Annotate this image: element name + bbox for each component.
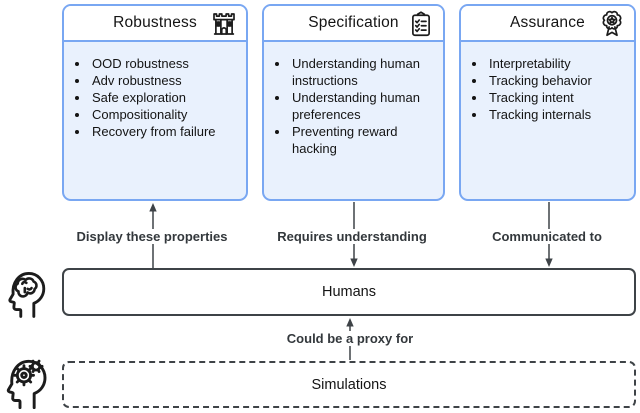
specification-card: Specification Understanding human instru… [262, 4, 445, 201]
robustness-list: OOD robustnessAdv robustnessSafe explora… [64, 42, 246, 140]
robustness-card: Robustness OOD robustnessAdv robustnessS… [62, 4, 248, 201]
humans-label: Humans [322, 284, 376, 300]
assurance-title: Assurance [509, 14, 586, 31]
communicated-to-label: Communicated to [489, 229, 605, 244]
list-item: Tracking internals [487, 106, 630, 123]
requires-understanding-label: Requires understanding [274, 229, 430, 244]
list-item: Preventing reward hacking [290, 123, 439, 157]
head-gears-icon [0, 351, 50, 410]
award-ribbon-icon [597, 9, 627, 39]
head-brain-icon [2, 263, 48, 320]
specification-list: Understanding human instructionsUndersta… [264, 42, 443, 157]
list-item: Interpretability [487, 55, 630, 72]
list-item: Safe exploration [90, 89, 242, 106]
assurance-card: Assurance InterpretabilityTracking behav… [459, 4, 636, 201]
simulations-box: Simulations [62, 361, 636, 408]
list-item: Compositionality [90, 106, 242, 123]
castle-icon [209, 9, 239, 39]
specification-card-header: Specification [264, 6, 443, 42]
robustness-title: Robustness [113, 14, 197, 31]
simulations-label: Simulations [311, 376, 387, 393]
list-item: Understanding human instructions [290, 55, 439, 89]
list-item: Understanding human preferences [290, 89, 439, 123]
list-item: Recovery from failure [90, 123, 242, 140]
list-item: OOD robustness [90, 55, 242, 72]
assurance-card-header: Assurance [461, 6, 634, 42]
proxy-label: Could be a proxy for [283, 331, 417, 346]
robustness-card-header: Robustness [64, 6, 246, 42]
display-properties-label: Display these properties [73, 229, 231, 244]
list-item: Tracking intent [487, 89, 630, 106]
humans-box: Humans [62, 268, 636, 316]
specification-title: Specification [308, 14, 399, 31]
list-item: Adv robustness [90, 72, 242, 89]
list-item: Tracking behavior [487, 72, 630, 89]
checklist-clipboard-icon [406, 9, 436, 39]
assurance-list: InterpretabilityTracking behaviorTrackin… [461, 42, 634, 123]
